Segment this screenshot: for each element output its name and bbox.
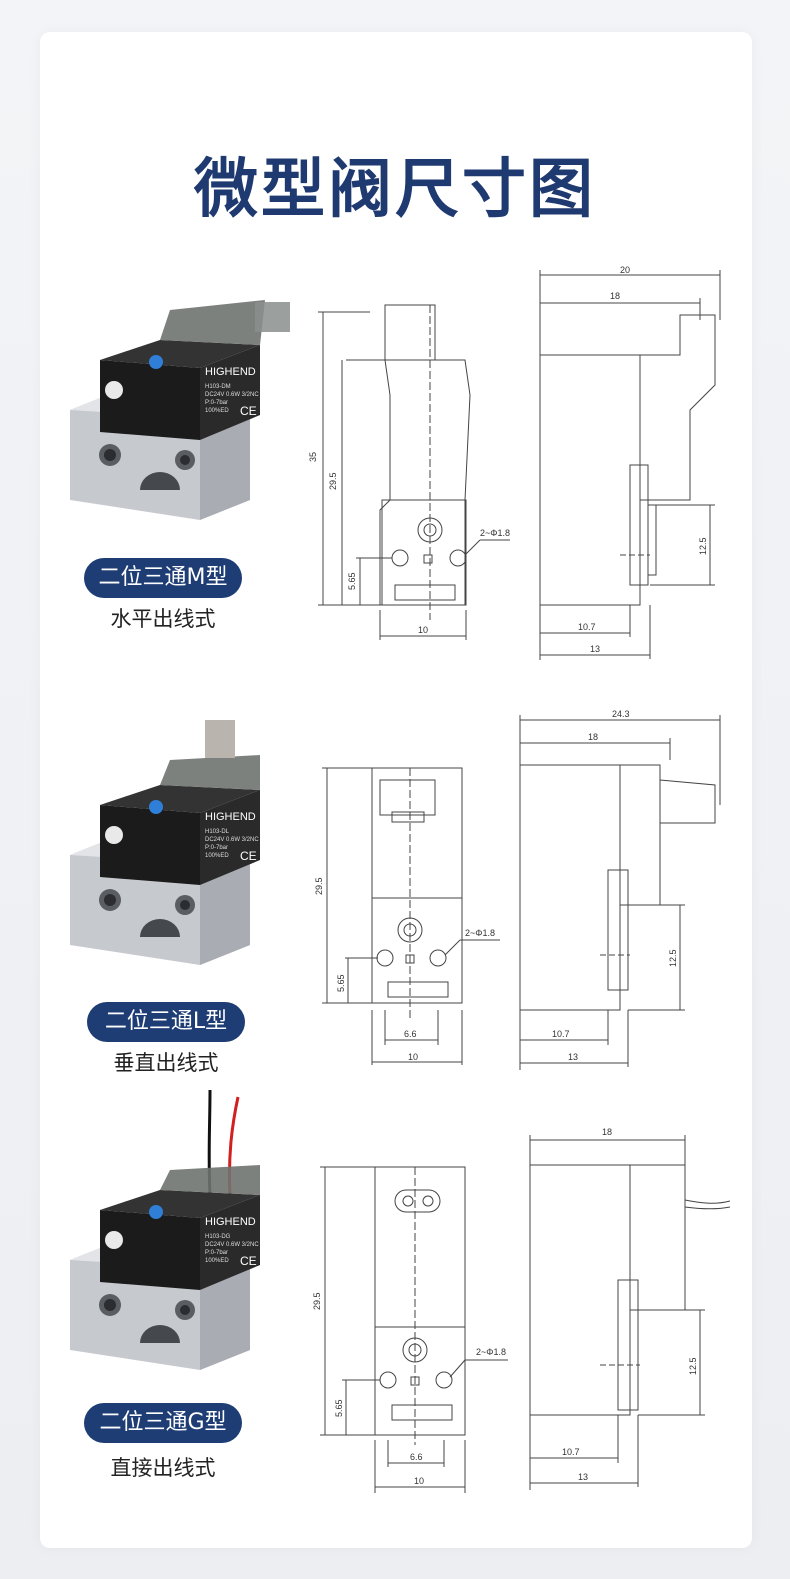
subtitle-l-type: 垂直出线式	[113, 1051, 219, 1075]
product-spec-l: DC24V 0.6W 3/2NC	[205, 837, 259, 843]
product-image-l: HIGHEND H103-DL DC24V 0.6W 3/2NC P:0-7ba…	[70, 720, 260, 965]
product-spec-g: DC24V 0.6W 3/2NC	[205, 1242, 259, 1248]
dim-inner-width-g: 6.6	[410, 1452, 423, 1462]
dim-width-body-g: 18	[602, 1127, 612, 1137]
dim-width-total-m: 20	[620, 265, 630, 275]
side-view-drawing-m: 20 18 12.5 10.7 13	[539, 265, 721, 660]
product-brand-l: HIGHEND	[205, 811, 256, 823]
product-model-m: H103-DM	[205, 384, 231, 390]
ce-mark-l: CE	[240, 849, 257, 863]
dim-hole-l: 2~Φ1.8	[465, 928, 495, 938]
product-model-g: H103-DG	[205, 1234, 231, 1240]
dim-width-total-l: 24.3	[612, 709, 630, 719]
dim-depth1-l: 10.7	[552, 1029, 570, 1039]
side-view-drawing-g: 18 12.5 10.7 13	[529, 1127, 731, 1490]
dim-hole-m: 2~Φ1.8	[480, 528, 510, 538]
dim-depth1-g: 10.7	[562, 1447, 580, 1457]
product-image-g: HIGHEND H103-DG DC24V 0.6W 3/2NC P:0-7ba…	[70, 1089, 260, 1370]
product-spec-m: DC24V 0.6W 3/2NC	[205, 392, 259, 398]
dim-depth2-m: 13	[590, 644, 600, 654]
dim-height-body-g: 29.5	[312, 1292, 322, 1310]
badge-l-type: 二位三通L型	[87, 1002, 245, 1042]
dim-width-body-l: 18	[588, 732, 598, 742]
dim-width-g: 10	[414, 1476, 424, 1486]
subtitle-g-type: 直接出线式	[110, 1456, 216, 1480]
front-view-drawing-g: 29.5 5.65 6.6 10 2~Φ1.8	[312, 1166, 508, 1493]
dim-height-g: 12.5	[688, 1357, 698, 1375]
dim-width-m: 10	[418, 625, 428, 635]
badge-m-type: 二位三通M型	[84, 558, 242, 598]
product-pressure-l: P:0-7bar	[205, 845, 228, 851]
product-model-l: H103-DL	[205, 829, 230, 835]
dim-height-body-l: 29.5	[314, 877, 324, 895]
dim-depth2-g: 13	[578, 1472, 588, 1482]
product-duty-m: 100%ED	[205, 408, 229, 414]
dim-height-total-m: 35	[308, 452, 318, 462]
side-view-drawing-l: 24.3 18 12.5 10.7 13	[519, 709, 721, 1070]
dim-height-body-m: 29.5	[328, 472, 338, 490]
dim-height-m: 12.5	[698, 537, 708, 555]
dim-width-body-m: 18	[610, 291, 620, 301]
product-duty-g: 100%ED	[205, 1258, 229, 1264]
product-brand-m: HIGHEND	[205, 366, 256, 378]
dim-hole-height-g: 5.65	[334, 1399, 344, 1417]
dim-width-l: 10	[408, 1052, 418, 1062]
front-view-drawing-m: 35 29.5 5.65 10 2~Φ1.8	[308, 304, 510, 640]
product-duty-l: 100%ED	[205, 853, 229, 859]
badge-g-type: 二位三通G型	[84, 1403, 242, 1443]
product-image-m: HIGHEND H103-DM DC24V 0.6W 3/2NC P:0-7ba…	[70, 300, 290, 520]
dim-depth2-l: 13	[568, 1052, 578, 1062]
product-pressure-m: P:0-7bar	[205, 400, 228, 406]
page-title: 微型阀尺寸图	[194, 153, 596, 227]
dim-hole-height-l: 5.65	[336, 974, 346, 992]
product-brand-g: HIGHEND	[205, 1216, 256, 1228]
dim-hole-g: 2~Φ1.8	[476, 1347, 506, 1357]
dim-depth1-m: 10.7	[578, 622, 596, 632]
dim-hole-height-m: 5.65	[347, 572, 357, 590]
subtitle-m-type: 水平出线式	[110, 607, 216, 631]
dim-height-l: 12.5	[668, 949, 678, 967]
ce-mark-m: CE	[240, 404, 257, 418]
ce-mark-g: CE	[240, 1254, 257, 1268]
product-pressure-g: P:0-7bar	[205, 1250, 228, 1256]
dim-inner-width-l: 6.6	[404, 1029, 417, 1039]
front-view-drawing-l: 29.5 5.65 6.6 10 2~Φ1.8	[314, 767, 500, 1065]
